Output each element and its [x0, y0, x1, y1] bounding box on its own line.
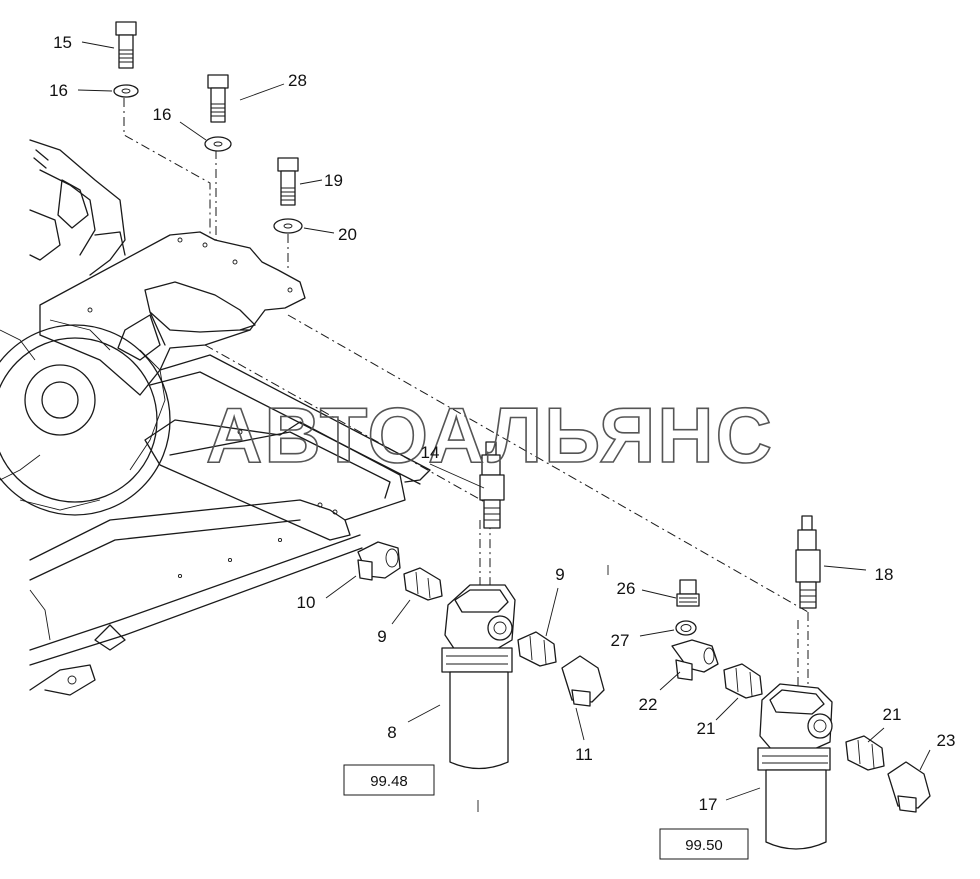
pressure-switch-14 [479, 441, 505, 529]
callout-9-left: 9 [377, 627, 386, 646]
callout-11: 11 [575, 745, 593, 764]
watermark-text: АВТОАЛЬЯНС [206, 391, 774, 479]
callout-9-right: 9 [555, 565, 564, 584]
callout-23: 23 [937, 731, 956, 750]
callout-21-right: 21 [883, 705, 902, 724]
pressure-switch-18 [795, 515, 821, 609]
callout-21-left: 21 [697, 719, 716, 738]
leader-lines [77, 41, 931, 812]
adapter-21-right [845, 735, 885, 771]
reference-box-left: 99.48 [343, 764, 435, 796]
tee-22 [671, 639, 719, 681]
callout-18: 18 [875, 565, 894, 584]
washer-16-top [113, 84, 139, 98]
bolt-28 [207, 74, 229, 123]
adapter-9-right [517, 631, 557, 667]
elbow-23 [887, 761, 931, 813]
washer-20 [273, 218, 303, 234]
callout-16-mid: 16 [153, 105, 172, 124]
reference-right-text: 99.50 [685, 837, 723, 854]
callout-labels: 15 16 28 16 19 20 14 10 9 9 8 11 26 27 2… [49, 33, 955, 814]
callout-16: 16 [49, 81, 68, 100]
elbow-11 [561, 655, 605, 707]
callout-15: 15 [53, 33, 72, 52]
callout-14: 14 [421, 443, 440, 462]
adapter-9-left [403, 567, 443, 601]
filter-17 [757, 683, 833, 850]
bolt-15 [115, 21, 137, 69]
callout-17: 17 [699, 795, 718, 814]
seal-27 [675, 620, 697, 636]
bolt-19 [277, 157, 299, 206]
callout-28: 28 [288, 71, 307, 90]
callout-27: 27 [611, 631, 630, 650]
reference-left-text: 99.48 [370, 773, 408, 790]
callout-10: 10 [297, 593, 316, 612]
reference-box-right: 99.50 [659, 828, 749, 860]
callout-19: 19 [324, 171, 343, 190]
engine-assembly [0, 139, 171, 516]
callout-26: 26 [617, 579, 636, 598]
adapter-21-left [723, 663, 763, 699]
elbow-10 [357, 541, 401, 581]
plug-26 [676, 579, 700, 607]
callout-22: 22 [639, 695, 658, 714]
chassis-frame [29, 231, 431, 696]
callout-20: 20 [338, 225, 357, 244]
washer-16-mid [204, 136, 232, 152]
callout-8: 8 [387, 723, 396, 742]
filter-8 [441, 584, 516, 770]
